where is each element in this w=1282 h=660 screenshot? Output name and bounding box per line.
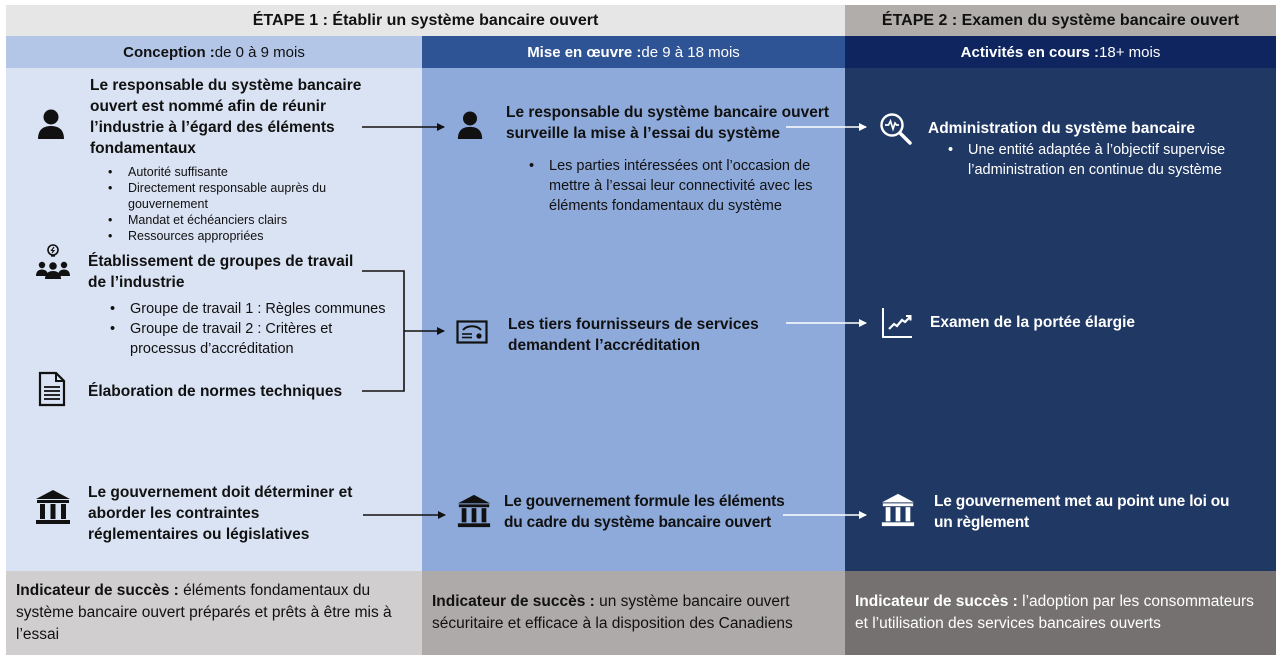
certificate-icon [456,320,488,344]
phase-implementation-header: Mise en œuvre : de 9 à 18 mois [422,36,845,68]
success-indicator-ongoing: Indicateur de succès : l’adoption par le… [845,571,1276,655]
government-building-icon [36,490,70,524]
success-label: Indicateur de succès : [855,593,1018,610]
bullet-item: Groupe de travail 2 : Critères et proces… [108,319,398,359]
phase-conception-header: Conception : de 0 à 9 mois [6,36,422,68]
government-building-icon [881,493,915,527]
bullet-item: Directement responsable auprès du gouver… [106,180,346,212]
person-icon [457,111,483,139]
success-text: un système bancaire ouvert sécuritaire e… [432,593,793,632]
col3-item1-bullets: Une entité adaptée à l’objectif supervis… [946,140,1256,180]
success-label: Indicateur de succès : [432,593,595,610]
col1-item2-bullets: Groupe de travail 1 : Règles communes Gr… [108,299,398,359]
col2-item3-title: Le gouvernement formule les éléments du … [504,493,785,531]
phase-duration: de 9 à 18 mois [641,43,740,61]
government-building-icon [457,494,491,528]
stage-2-header: ÉTAPE 2 : Examen du système bancaire ouv… [845,5,1276,36]
phase-duration: de 0 à 9 mois [214,43,305,61]
phase-label: Mise en œuvre : [527,43,642,61]
col1-item1-title: Le responsable du système bancaire ouver… [90,77,362,157]
bullet-item: Les parties intéressées ont l’occasion d… [527,156,827,216]
col2-item2-title: Les tiers fournisseurs de services deman… [508,316,759,354]
col3-item2-title: Examen de la portée élargie [930,314,1136,331]
success-text: l’adoption par les consommateurs et l’ut… [855,593,1254,632]
col3-item1-title: Administration du système bancaire [928,120,1196,137]
success-indicator-implementation: Indicateur de succès : un système bancai… [422,571,845,655]
person-icon [38,109,64,139]
stage-1-header: ÉTAPE 1 : Établir un système bancaire ou… [6,5,845,36]
col1-item2-title: Établissement de groupes de travail de l… [88,253,354,291]
bullet-item: Une entité adaptée à l’objectif supervis… [946,140,1256,180]
bullet-item: Ressources appropriées [106,228,346,244]
col1-item1-bullets: Autorité suffisante Directement responsa… [106,164,346,244]
column-implementation [422,68,845,571]
success-indicator-conception: Indicateur de succès : éléments fondamen… [6,571,422,655]
working-group-icon [36,244,70,279]
success-text: éléments fondamentaux du système bancair… [16,582,392,643]
col3-item3-title: Le gouvernement met au point une loi ou … [934,493,1230,531]
col2-item1-bullets: Les parties intéressées ont l’occasion d… [527,156,827,216]
document-icon [38,371,66,407]
col1-item4-title: Le gouvernement doit déterminer et abord… [88,484,353,543]
bullet-item: Autorité suffisante [106,164,346,180]
bullet-item: Groupe de travail 1 : Règles communes [108,299,398,319]
success-label: Indicateur de succès : [16,582,179,599]
bullet-item: Mandat et échéanciers clairs [106,212,346,228]
phase-ongoing-header: Activités en cours : 18+ mois [845,36,1276,68]
growth-chart-icon [882,308,912,338]
col1-item3-title: Élaboration de normes techniques [88,383,343,400]
col2-item1-title: Le responsable du système bancaire ouver… [506,104,830,142]
phase-duration: 18+ mois [1099,43,1161,61]
monitoring-search-icon [880,113,912,145]
phase-label: Activités en cours : [960,43,1100,61]
phase-label: Conception : [123,43,215,61]
